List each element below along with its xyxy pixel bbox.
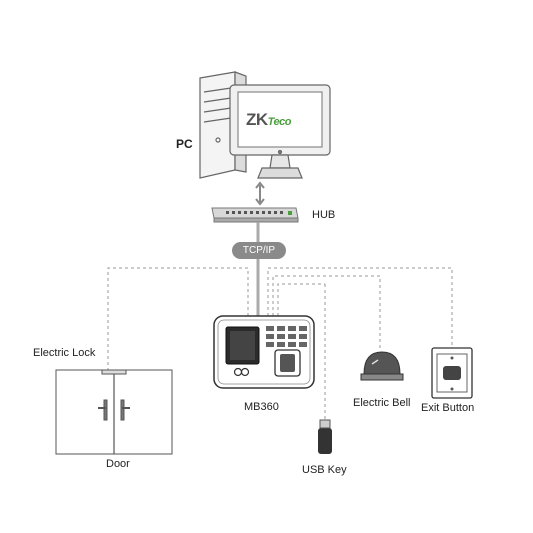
hub-icon [211,207,299,223]
pc-monitor-icon [229,84,331,179]
hub-label: HUB [312,209,336,221]
exit-button-icon [431,347,473,399]
electric-bell-label: Electric Bell [353,397,411,409]
exit-button-label: Exit Button [421,402,475,414]
door-label: Door [106,458,130,470]
electric-lock-label: Electric Lock [33,347,96,359]
tcp-ip-badge: TCP/IP [232,242,286,259]
electric-bell-icon [360,351,404,381]
door-icon [55,369,173,455]
device-label: MB360 [244,401,279,413]
usb-key-label: USB Key [302,464,347,476]
usb-key-icon [318,284,332,454]
pc-label: PC [176,137,193,151]
pc-hub-link [255,181,265,206]
mb360-device-icon [213,315,315,389]
zkteco-logo: ZKTeco [246,110,291,129]
